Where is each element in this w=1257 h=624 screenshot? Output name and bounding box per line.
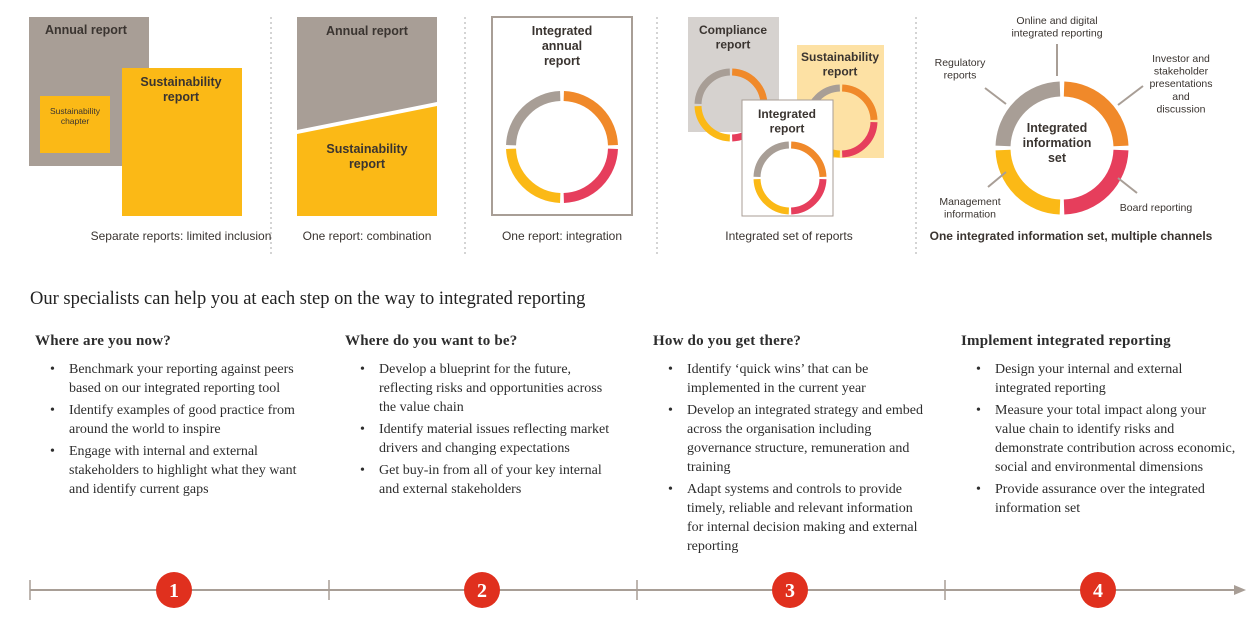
donut-segment — [790, 178, 827, 215]
step-title: How do you get there? — [653, 333, 802, 349]
list-item: Benchmark your reporting against peers b… — [50, 360, 310, 398]
list-item: Measure your total impact along your val… — [976, 401, 1236, 477]
svg-text:Board reporting: Board reporting — [1120, 202, 1193, 214]
svg-text:One report: integration: One report: integration — [502, 229, 622, 243]
svg-text:One report: combination: One report: combination — [303, 229, 432, 243]
donut-ring — [995, 81, 1129, 215]
step-3-column: How do you get there? Identify ‘quick wi… — [648, 333, 928, 559]
arrow-head-icon — [1234, 585, 1246, 595]
svg-text:Integrated set of reports: Integrated set of reports — [725, 229, 852, 243]
section-heading: Our specialists can help you at each ste… — [30, 289, 586, 309]
svg-text:Annual report: Annual report — [326, 24, 409, 38]
list-item: Engage with internal and external stakeh… — [50, 442, 310, 499]
donut-segment — [506, 91, 561, 146]
svg-text:Annual report: Annual report — [45, 23, 128, 37]
donut-segment — [995, 81, 1061, 147]
donut-segment — [506, 148, 561, 203]
donut-ring — [506, 91, 618, 203]
donut-segment — [841, 84, 878, 121]
step-marker-4 — [1080, 572, 1116, 608]
channel-arrows — [984, 44, 1144, 194]
list-item: Identify examples of good practice from … — [50, 401, 310, 439]
donut-segment — [563, 148, 618, 203]
svg-text:One integrated information set: One integrated information set, multiple… — [930, 229, 1213, 243]
step-4-column: Implement integrated reporting Design yo… — [956, 333, 1236, 521]
list-item: Develop a blueprint for the future, refl… — [360, 360, 620, 417]
timeline: 1 2 3 4 — [29, 572, 1246, 608]
svg-text:1: 1 — [169, 580, 179, 602]
donut-ring — [753, 141, 827, 215]
list-item: Identify ‘quick wins’ that can be implem… — [668, 360, 928, 398]
list-item: Develop an integrated strategy and embed… — [668, 401, 928, 477]
donut-segment — [694, 68, 731, 105]
svg-text:2: 2 — [477, 580, 487, 602]
step-marker-3 — [772, 572, 808, 608]
svg-text:Separate reports: limited incl: Separate reports: limited inclusion — [91, 229, 272, 243]
step-2-column: Where do you want to be? Develop a bluep… — [340, 333, 620, 502]
donut-segment — [1063, 149, 1129, 215]
list-item: Identify material issues reflecting mark… — [360, 420, 620, 458]
donut-segment — [731, 68, 768, 105]
donut-segment — [694, 105, 731, 142]
step-1-column: Where are you now? Benchmark your report… — [30, 333, 310, 502]
step-title: Where are you now? — [35, 333, 171, 349]
donut-segment — [1063, 81, 1129, 147]
step-title: Implement integrated reporting — [961, 333, 1171, 349]
donut-segment — [753, 178, 790, 215]
svg-text:3: 3 — [785, 580, 795, 602]
list-item: Provide assurance over the integrated in… — [976, 480, 1236, 518]
svg-text:4: 4 — [1093, 580, 1103, 602]
donut-segment — [753, 141, 790, 178]
donut-segment — [790, 141, 827, 178]
donut-segment — [995, 149, 1061, 215]
list-item: Design your internal and external integr… — [976, 360, 1236, 398]
list-item: Adapt systems and controls to provide ti… — [668, 480, 928, 556]
donut-segment — [841, 121, 878, 158]
step-title: Where do you want to be? — [345, 333, 518, 349]
step-marker-1 — [156, 572, 192, 608]
donut-segment — [563, 91, 618, 146]
step-marker-2 — [464, 572, 500, 608]
list-item: Get buy-in from all of your key internal… — [360, 461, 620, 499]
